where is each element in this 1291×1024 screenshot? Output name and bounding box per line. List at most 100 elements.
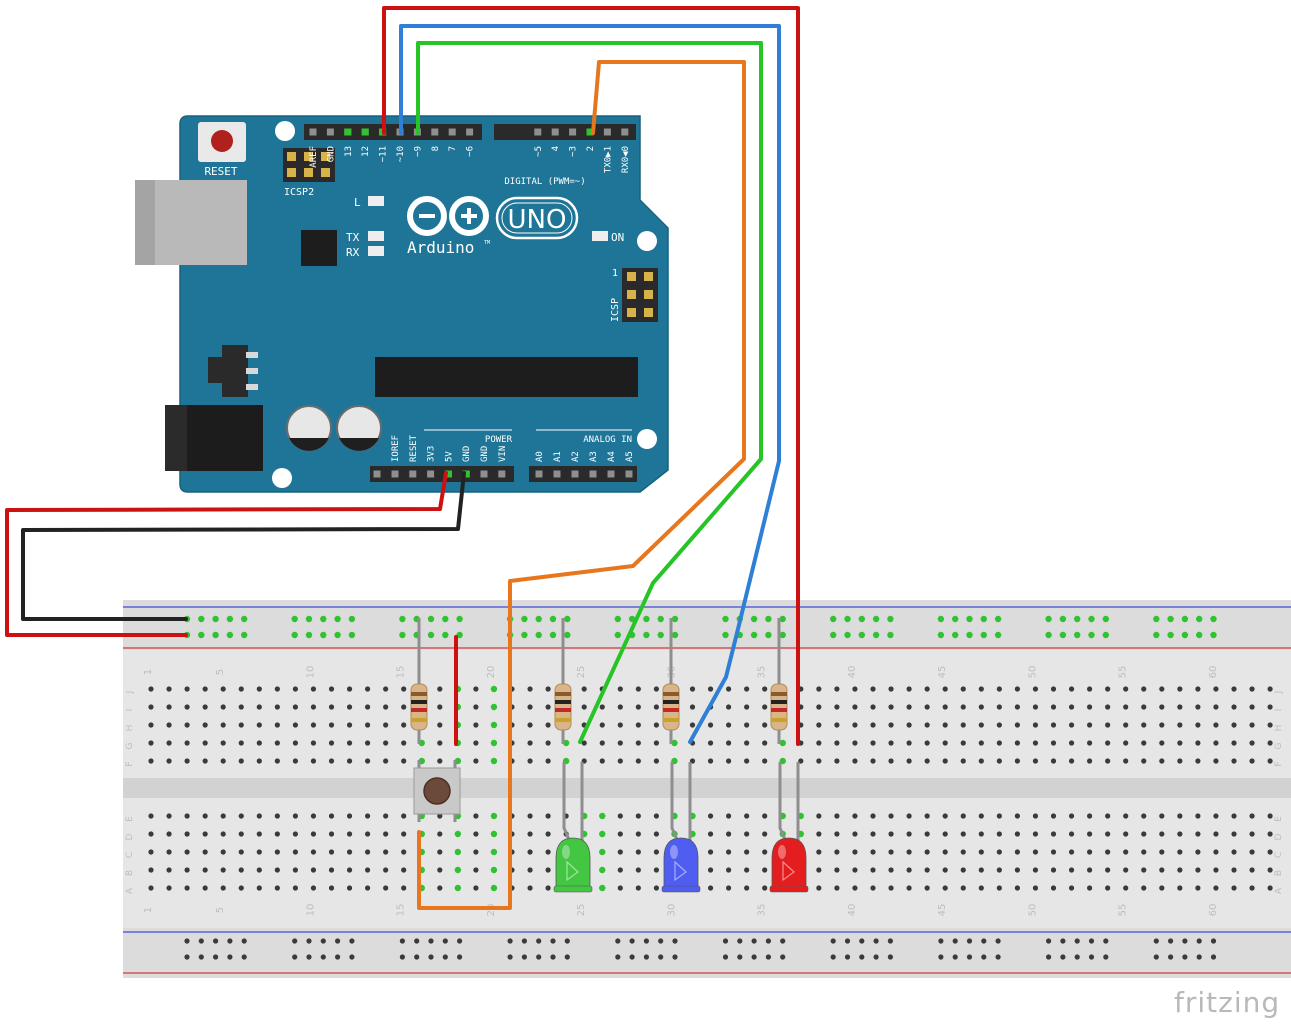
column-number: 25 bbox=[576, 666, 587, 679]
breadboard-hole bbox=[960, 686, 966, 692]
breadboard-hole bbox=[834, 686, 840, 692]
microcontroller-chip bbox=[375, 357, 638, 397]
connected-hole bbox=[599, 884, 606, 892]
trademark: TM bbox=[484, 240, 490, 246]
rail-hole bbox=[938, 938, 944, 944]
breadboard-hole bbox=[726, 740, 732, 746]
breadboard-hole bbox=[1249, 740, 1255, 746]
breadboard-hole bbox=[1177, 740, 1183, 746]
breadboard-hole bbox=[1213, 722, 1219, 728]
connected-hole bbox=[1181, 631, 1189, 639]
breadboard-hole bbox=[1231, 867, 1237, 873]
breadboard-hole bbox=[166, 704, 172, 710]
breadboard-hole bbox=[942, 686, 948, 692]
column-number: 55 bbox=[1118, 666, 1129, 679]
breadboard-hole bbox=[996, 740, 1002, 746]
breadboard-hole bbox=[726, 686, 732, 692]
rail-hole bbox=[507, 954, 513, 960]
connected-hole bbox=[599, 812, 606, 820]
breadboard-hole bbox=[346, 740, 353, 746]
breadboard-hole bbox=[1068, 867, 1075, 873]
header-pin bbox=[534, 128, 542, 136]
breadboard-hole bbox=[1105, 867, 1111, 873]
breadboard-hole bbox=[1105, 813, 1111, 819]
breadboard-hole bbox=[816, 686, 822, 692]
wire-pin13-red bbox=[382, 6, 800, 746]
wire-pin11-green bbox=[416, 41, 763, 744]
power-pin-label: 5V bbox=[444, 451, 454, 462]
breadboard-hole bbox=[653, 686, 660, 692]
column-number: 60 bbox=[1208, 666, 1219, 679]
leds bbox=[553, 762, 809, 893]
breadboard-hole bbox=[256, 722, 262, 728]
connected-hole bbox=[1196, 615, 1203, 623]
rail-hole bbox=[859, 938, 865, 944]
breadboard-hole bbox=[1068, 831, 1075, 837]
breadboard-hole bbox=[1267, 813, 1273, 819]
breadboard-hole bbox=[924, 758, 930, 764]
connected-hole bbox=[198, 631, 205, 639]
connected-hole bbox=[1088, 631, 1095, 639]
breadboard-hole bbox=[635, 885, 641, 891]
column-number: 50 bbox=[1027, 904, 1038, 917]
breadboard-hole bbox=[166, 849, 172, 855]
usb-chip bbox=[301, 230, 337, 266]
rail-hole bbox=[887, 938, 894, 944]
breadboard-hole bbox=[978, 885, 984, 891]
breadboard-hole bbox=[328, 686, 335, 692]
rail-hole bbox=[335, 938, 341, 944]
rail-hole bbox=[966, 938, 973, 944]
center-channel bbox=[123, 778, 1291, 798]
breadboard-hole bbox=[816, 849, 822, 855]
breadboard-hole bbox=[1014, 740, 1021, 746]
breadboard-hole bbox=[978, 758, 984, 764]
header-pin bbox=[427, 470, 435, 478]
breadboard-hole bbox=[617, 686, 623, 692]
breadboard-hole bbox=[148, 831, 154, 837]
rail-hole bbox=[722, 938, 729, 944]
rail-hole bbox=[780, 938, 786, 944]
connected-hole bbox=[937, 631, 945, 639]
connected-hole bbox=[994, 631, 1002, 639]
breadboard-hole bbox=[202, 722, 208, 728]
connected-hole bbox=[1074, 631, 1081, 639]
breadboard-hole bbox=[1105, 849, 1111, 855]
breadboard-hole bbox=[220, 831, 226, 837]
connected-hole bbox=[226, 615, 234, 623]
breadboard-hole bbox=[365, 722, 371, 728]
breadboard-hole bbox=[1159, 813, 1165, 819]
breadboard-hole bbox=[1032, 722, 1039, 728]
breadboard-hole bbox=[1159, 704, 1165, 710]
breadboard-hole bbox=[1195, 813, 1201, 819]
mount-hole bbox=[272, 468, 292, 488]
breadboard-hole bbox=[220, 704, 226, 710]
breadboard-hole bbox=[1068, 758, 1075, 764]
breadboard-hole bbox=[148, 686, 154, 692]
breadboard-hole bbox=[1177, 867, 1183, 873]
rail-hole bbox=[859, 954, 865, 960]
connected-hole bbox=[599, 848, 606, 856]
led-green bbox=[553, 762, 593, 893]
breadboard-hole bbox=[1195, 686, 1201, 692]
breadboard-hole bbox=[346, 831, 353, 837]
row-label: A bbox=[125, 887, 135, 894]
breadboard-hole bbox=[1123, 758, 1129, 764]
breadboard-hole bbox=[1105, 740, 1111, 746]
connected-hole bbox=[490, 884, 498, 892]
digital-pin-label: 13 bbox=[344, 146, 354, 157]
breadboard-hole bbox=[220, 758, 226, 764]
column-number: 45 bbox=[937, 666, 948, 679]
breadboard-hole bbox=[942, 704, 948, 710]
breadboard-hole bbox=[888, 740, 894, 746]
breadboard-hole bbox=[166, 867, 172, 873]
breadboard-hole bbox=[653, 704, 660, 710]
breadboard-hole bbox=[1141, 722, 1147, 728]
connected-hole bbox=[535, 615, 542, 623]
breadboard-hole bbox=[1068, 686, 1075, 692]
rail-hole bbox=[1168, 954, 1174, 960]
breadboard-hole bbox=[689, 704, 696, 710]
breadboard-hole bbox=[635, 704, 641, 710]
breadboard-hole bbox=[310, 813, 317, 819]
breadboard-hole bbox=[816, 867, 822, 873]
header-pin bbox=[535, 470, 543, 478]
